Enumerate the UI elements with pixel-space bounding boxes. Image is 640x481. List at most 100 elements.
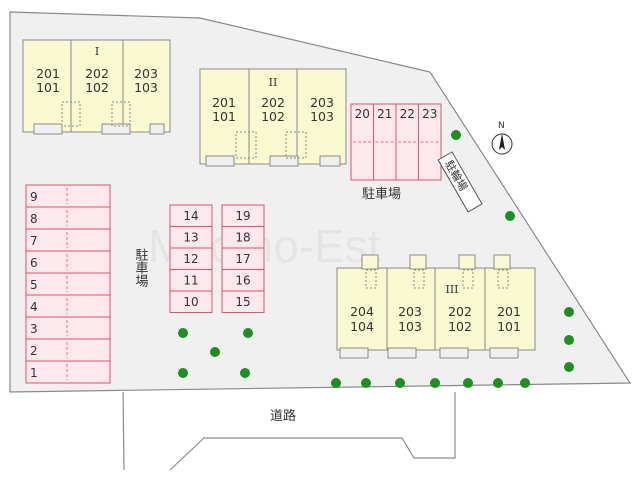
unit-label-bottom: 102	[448, 319, 472, 334]
parking-space-label: 3	[30, 322, 38, 336]
parking-space: 4	[25, 294, 111, 318]
parking-space-label: 21	[377, 107, 392, 121]
parking-space: 15	[221, 290, 265, 313]
tree	[505, 211, 515, 221]
tree	[395, 378, 405, 388]
parking-left-group: 9 8 7 6 5 4 3 2 1	[25, 184, 111, 384]
parking-space-label: 9	[30, 190, 38, 204]
parking-space-label: 10	[183, 295, 198, 309]
parking-space-label: 13	[183, 231, 198, 245]
parking-space-label: 8	[30, 212, 38, 226]
parking-space-label: 5	[30, 278, 38, 292]
unit-label-top: 201	[497, 304, 521, 319]
parking-space: 21	[373, 103, 397, 181]
tree	[240, 368, 250, 378]
parking-space-label: 7	[30, 234, 38, 248]
road-label: 道路	[270, 408, 296, 424]
unit-label-top: 204	[350, 304, 374, 319]
parking-space-label: 15	[235, 295, 250, 309]
parking-space-label: 4	[30, 300, 38, 314]
unit-label-top: 202	[261, 95, 285, 110]
parking-space: 1	[25, 360, 111, 384]
parking-space: 20	[350, 103, 374, 181]
unit-label-top: 203	[134, 66, 158, 81]
parking-space: 18	[221, 226, 265, 249]
parking-space: 11	[169, 269, 213, 292]
parking-space: 6	[25, 250, 111, 274]
parking-space: 22	[395, 103, 419, 181]
tree	[210, 347, 220, 357]
building-1-name: I	[95, 45, 99, 58]
parking-space: 5	[25, 272, 111, 296]
parking-space-label: 16	[235, 274, 250, 288]
north-arrow-label: N	[498, 121, 505, 131]
parking-space: 19	[221, 204, 265, 227]
parking-space: 9	[25, 184, 111, 208]
tree	[493, 378, 503, 388]
unit-label-bottom: 103	[398, 319, 422, 334]
unit-label-top: 201	[36, 66, 60, 81]
parking-space-label: 18	[235, 231, 250, 245]
parking-space: 23	[418, 103, 442, 181]
unit-label-bottom: 103	[134, 80, 158, 95]
tree	[178, 328, 188, 338]
parking-space: 8	[25, 206, 111, 230]
parking-space: 2	[25, 338, 111, 362]
tree	[361, 378, 371, 388]
trees-group	[178, 130, 574, 388]
parking-mid-right-group: 19 18 17 16 15	[221, 204, 265, 313]
unit-label-top: 202	[448, 304, 472, 319]
tree	[463, 378, 473, 388]
parking-top-group: 20 21 22 23	[350, 103, 442, 181]
tree	[564, 307, 574, 317]
parking-space: 7	[25, 228, 111, 252]
building-2-name: II	[269, 76, 278, 89]
unit-label-top: 203	[310, 95, 334, 110]
unit-label-bottom: 101	[497, 319, 521, 334]
parking-space-label: 12	[183, 252, 198, 266]
tree	[430, 378, 440, 388]
parking-top-label: 駐車場	[362, 187, 401, 202]
parking-space-label: 17	[235, 252, 250, 266]
parking-space-label: 23	[422, 107, 437, 121]
north-arrow: N	[491, 121, 513, 155]
parking-space: 12	[169, 247, 213, 270]
tree	[520, 378, 530, 388]
unit-label-bottom: 101	[212, 109, 236, 124]
unit-label-bottom: 103	[310, 109, 334, 124]
parking-space-label: 20	[355, 107, 370, 121]
parking-space: 16	[221, 269, 265, 292]
building-1: I 201 101 202 102 203 103	[22, 39, 171, 135]
unit-label-top: 202	[85, 66, 109, 81]
parking-space-label: 11	[183, 274, 198, 288]
parking-space: 17	[221, 247, 265, 270]
parking-space: 10	[169, 290, 213, 313]
parking-space-label: 22	[400, 107, 415, 121]
parking-space: 14	[169, 204, 213, 227]
parking-left-label: 駐車場	[133, 248, 149, 287]
unit-label-top: 203	[398, 304, 422, 319]
tree	[564, 335, 574, 345]
parking-space-label: 2	[30, 344, 38, 358]
road-area	[122, 391, 456, 471]
tree	[178, 368, 188, 378]
unit-label-bottom: 102	[85, 80, 109, 95]
parking-space: 13	[169, 226, 213, 249]
unit-label-top: 201	[212, 95, 236, 110]
tree	[331, 378, 341, 388]
building-3: III 204 104 203 103 202 102 201 101	[336, 254, 536, 359]
tree	[564, 362, 574, 372]
building-2: II 201 101 202 102 203 103	[199, 68, 347, 167]
parking-space-label: 19	[235, 209, 250, 223]
parking-space-label: 6	[30, 256, 38, 270]
unit-label-bottom: 104	[350, 319, 374, 334]
unit-label-bottom: 102	[261, 109, 285, 124]
building-3-name: III	[445, 283, 458, 296]
parking-space-label: 1	[30, 366, 38, 380]
parking-space: 3	[25, 316, 111, 340]
tree	[243, 328, 253, 338]
tree	[451, 130, 461, 140]
parking-mid-left-group: 14 13 12 11 10	[169, 204, 213, 313]
parking-space-label: 14	[183, 209, 198, 223]
